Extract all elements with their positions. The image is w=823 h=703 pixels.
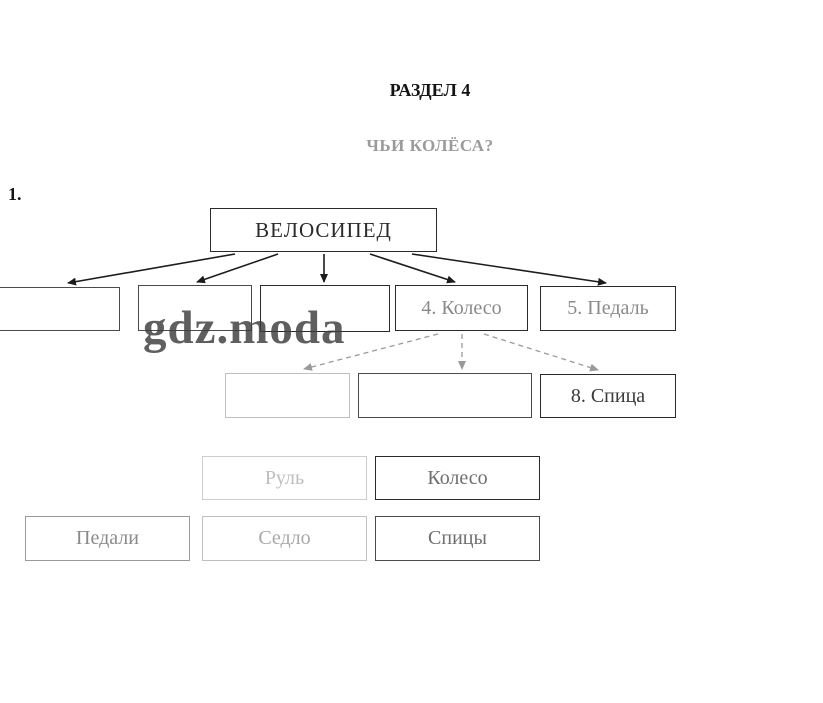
word-bank-sedlo: Седло — [202, 516, 367, 561]
word-bank-rul: Руль — [202, 456, 367, 500]
word-bank-koleso: Колесо — [375, 456, 540, 500]
word-bank-pedali: Педали — [25, 516, 190, 561]
diagram-box-4: 4. Колесо — [395, 285, 528, 331]
section-title: РАЗДЕЛ 4 — [389, 80, 471, 100]
arrow-root-to-box1 — [67, 253, 236, 286]
diagram-box-8: 8. Спица — [540, 374, 676, 418]
arrow-box4-to-box8 — [483, 333, 599, 372]
diagram-box-7 — [358, 373, 532, 418]
page-subtitle: ЧЬИ КОЛЁСА? — [366, 136, 494, 155]
arrow-root-to-box5 — [411, 253, 607, 286]
diagram-root-box: ВЕЛОСИПЕД — [210, 208, 437, 252]
word-bank-spicy: Спицы — [375, 516, 540, 561]
diagram-box-6 — [225, 373, 350, 418]
diagram-box-2 — [138, 285, 252, 331]
exercise-number: 1. — [8, 184, 22, 204]
arrow-root-to-box2 — [196, 253, 279, 284]
diagram-box-1 — [0, 287, 120, 331]
arrow-box4-to-box6 — [303, 333, 439, 371]
arrow-root-to-box4 — [369, 253, 456, 284]
diagram-box-3 — [260, 285, 390, 332]
diagram-box-5: 5. Педаль — [540, 286, 676, 331]
